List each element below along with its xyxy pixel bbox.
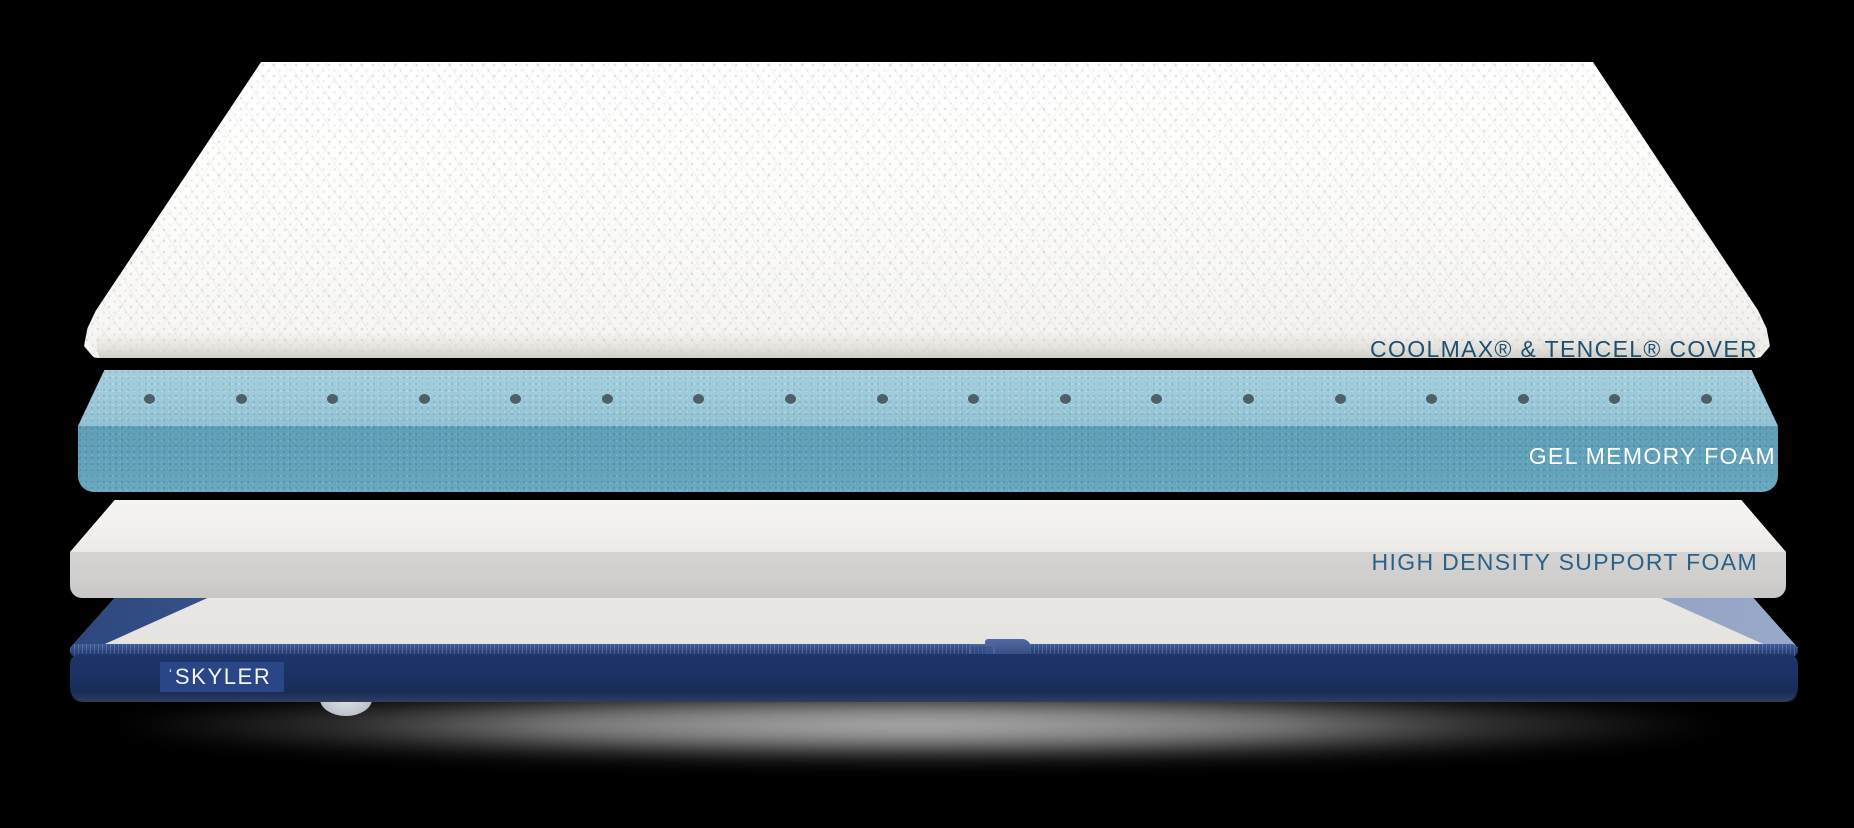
label-gel-memory-foam: GEL MEMORY FOAM bbox=[1528, 443, 1776, 469]
ventilation-hole-icon bbox=[1426, 394, 1438, 404]
ventilation-hole-icon bbox=[1517, 394, 1529, 404]
ventilation-hole-icon bbox=[1334, 394, 1346, 404]
cover-top-surface bbox=[84, 62, 1770, 358]
support-foam-front-face bbox=[70, 552, 1786, 598]
ventilation-hole-icon bbox=[601, 394, 613, 404]
brand-name-label: SKYLER bbox=[174, 664, 272, 689]
ventilation-hole-icon bbox=[327, 394, 339, 404]
ventilation-hole-icon bbox=[418, 394, 430, 404]
ventilation-hole-icon bbox=[1242, 394, 1254, 404]
ventilation-hole-icon bbox=[785, 394, 797, 404]
gel-foam-ventilation-holes bbox=[78, 370, 1778, 426]
brand-mark-icon: ‘ bbox=[169, 665, 172, 681]
ventilation-hole-icon bbox=[1151, 394, 1163, 404]
layer-base[interactable]: ‘ SKYLER bbox=[70, 586, 1798, 702]
base-zipper-track[interactable] bbox=[70, 644, 1798, 657]
label-high-density-support-foam: HIGH DENSITY SUPPORT FOAM bbox=[1371, 549, 1758, 575]
layer-gel-memory-foam[interactable] bbox=[78, 370, 1778, 492]
ventilation-hole-icon bbox=[1059, 394, 1071, 404]
ventilation-hole-icon bbox=[235, 394, 247, 404]
ground-shadow bbox=[108, 690, 1728, 768]
ventilation-hole-icon bbox=[693, 394, 705, 404]
brand-tag: ‘ SKYLER bbox=[160, 662, 285, 692]
ventilation-hole-icon bbox=[876, 394, 888, 404]
ventilation-hole-icon bbox=[968, 394, 980, 404]
base-front-face: ‘ SKYLER bbox=[70, 654, 1798, 702]
support-foam-top-surface bbox=[70, 500, 1786, 552]
ventilation-hole-icon bbox=[1609, 394, 1621, 404]
layer-coolmax-tencel-cover[interactable] bbox=[84, 62, 1770, 358]
ventilation-hole-icon bbox=[510, 394, 522, 404]
ventilation-hole-icon bbox=[144, 394, 155, 404]
layer-high-density-support-foam[interactable] bbox=[70, 500, 1786, 598]
cover-front-edge bbox=[94, 332, 1760, 358]
gel-foam-top-surface bbox=[78, 370, 1778, 426]
ventilation-hole-icon bbox=[1700, 394, 1712, 404]
zipper-pull-icon[interactable] bbox=[969, 639, 1031, 657]
label-coolmax-tencel-cover: COOLMAX® & TENCEL® COVER bbox=[1370, 336, 1758, 362]
gel-foam-front-face bbox=[78, 426, 1778, 492]
